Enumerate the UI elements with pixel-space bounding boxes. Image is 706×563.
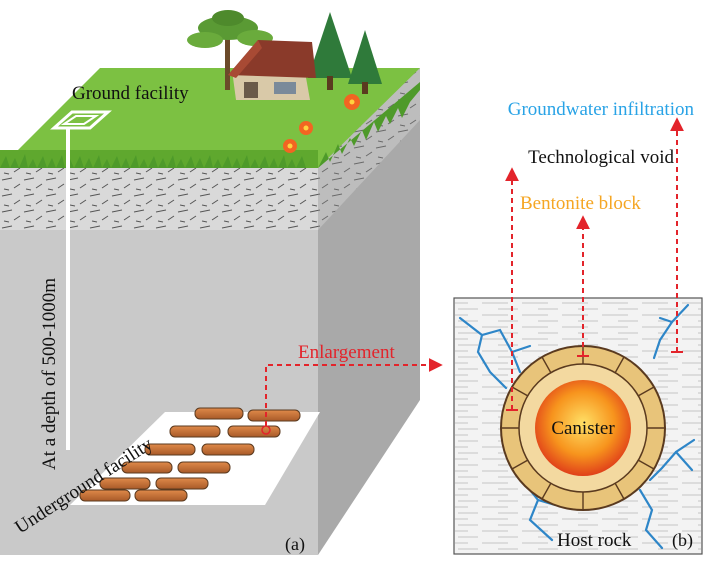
ground-surface (0, 68, 420, 168)
enlargement-label: Enlargement (298, 342, 395, 363)
canister-label: Canister (551, 418, 615, 439)
panel-a-label: (a) (285, 534, 305, 555)
panel-b: Canister Groundwater infiltration Techno… (453, 99, 703, 555)
panel-b-label: (b) (672, 530, 693, 551)
house-icon (228, 40, 316, 100)
groundwater-label: Groundwater infiltration (508, 99, 695, 120)
bentonite-segments (501, 346, 665, 510)
ground-facility-label: Ground facility (72, 83, 189, 104)
host-rock-label: Host rock (557, 530, 632, 551)
bentonite-label: Bentonite block (520, 193, 641, 214)
enlargement-arrow (265, 358, 443, 426)
panel-a: Ground facility At a depth of 500-1000m … (0, 10, 443, 555)
tree-icon (187, 10, 273, 90)
depth-label: At a depth of 500-1000m (39, 278, 60, 470)
canister (535, 380, 631, 476)
tech-void-label: Technological void (528, 147, 674, 168)
disposal-tunnels (79, 407, 301, 502)
pine-tree-icon (308, 12, 382, 94)
shaft-entrance-icon (50, 110, 112, 130)
flower-icon (283, 94, 360, 153)
